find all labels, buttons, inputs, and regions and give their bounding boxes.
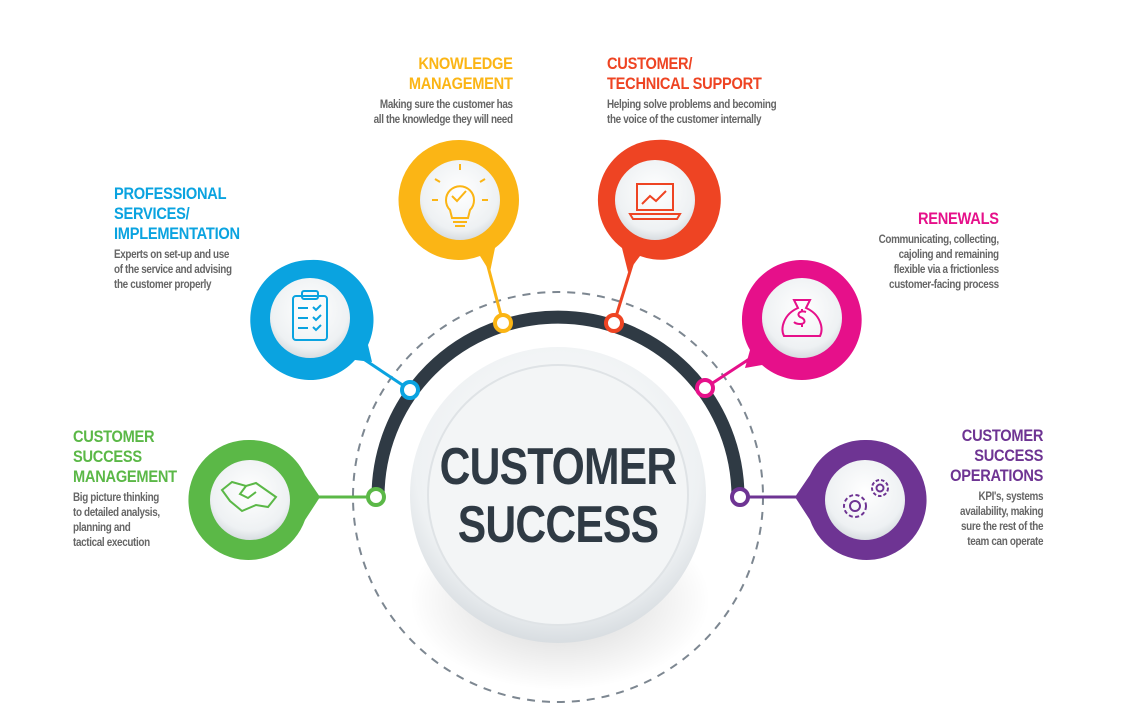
segment-title: CUSTOMER/ TECHNICAL SUPPORT (607, 54, 776, 94)
laptop-chart-icon (628, 183, 682, 220)
title-line: TECHNICAL SUPPORT (607, 74, 762, 93)
segment-knowledge-management: KNOWLEDGE MANAGEMENT Making sure the cus… (351, 54, 513, 128)
segment-title: CUSTOMER SUCCESS OPERATIONS (950, 426, 1043, 486)
desc-line: the voice of the customer internally (607, 114, 762, 126)
segment-description: Big picture thinking to detailed analysi… (73, 491, 177, 551)
title-line: MANAGEMENT (409, 74, 513, 93)
title-line: CUSTOMER/ (607, 54, 693, 73)
desc-line: all the knowledge they will need (373, 114, 513, 126)
title-line: SERVICES/ (114, 204, 190, 223)
desc-line: cajoling and remaining (898, 249, 999, 261)
desc-line: tactical execution (73, 537, 150, 549)
center-inner-circle (427, 364, 689, 626)
title-line: CUSTOMER (73, 427, 155, 446)
segment-description: Helping solve problems and becoming the … (607, 98, 777, 128)
segment-title: KNOWLEDGE MANAGEMENT (374, 54, 513, 94)
title-line: SUCCESS (974, 446, 1043, 465)
desc-line: Making sure the customer has (380, 99, 513, 111)
center-title-line: SUCCESS (457, 496, 659, 554)
title-line: OPERATIONS (949, 466, 1043, 485)
desc-line: team can operate (967, 536, 1043, 548)
title-line: IMPLEMENTATION (114, 224, 240, 243)
segment-customer-success-management: CUSTOMER SUCCESS MANAGEMENT Big picture … (73, 427, 194, 551)
pin-cso (795, 439, 927, 560)
desc-line: availability, making (959, 506, 1043, 518)
money-bag-icon (781, 299, 823, 337)
desc-line: the customer properly (114, 279, 212, 291)
desc-line: Helping solve problems and becoming (607, 99, 777, 111)
desc-line: KPI's, systems (978, 491, 1043, 503)
center-title: CUSTOMER SUCCESS (435, 438, 681, 554)
clipboard-checklist-icon (292, 290, 328, 341)
desc-line: Experts on set-up and use (114, 249, 230, 261)
segment-renewals: RENEWALS Communicating, collecting, cajo… (859, 209, 1000, 293)
desc-line: Communicating, collecting, (878, 234, 1000, 246)
segment-description: KPI's, systems availability, making sure… (950, 490, 1043, 550)
desc-line: customer-facing process (889, 279, 999, 291)
desc-line: flexible via a frictionless (893, 264, 999, 276)
title-line: CUSTOMER (961, 426, 1044, 445)
segment-title: RENEWALS (879, 209, 999, 229)
title-line: RENEWALS (918, 209, 999, 228)
lightbulb-icon (432, 164, 488, 227)
desc-line: to detailed analysis, (73, 507, 160, 519)
pin-csm (188, 439, 320, 560)
title-line: MANAGEMENT (73, 467, 177, 486)
title-line: PROFESSIONAL (114, 184, 227, 203)
desc-line: planning and (73, 522, 131, 534)
segment-customer-success-operations: CUSTOMER SUCCESS OPERATIONS KPI's, syste… (935, 426, 1043, 550)
pin-cts (597, 139, 721, 272)
handshake-icon (220, 480, 278, 513)
pin-ren (741, 259, 862, 380)
arc-nodes (366, 313, 750, 507)
pin-km (398, 139, 520, 272)
title-line: KNOWLEDGE (418, 54, 514, 73)
desc-line: Big picture thinking (73, 492, 159, 504)
segment-customer-technical-support: CUSTOMER/ TECHNICAL SUPPORT Helping solv… (607, 54, 804, 128)
segment-title: PROFESSIONAL SERVICES/ IMPLEMENTATION (114, 184, 240, 244)
dark-arc (371, 310, 745, 498)
segment-title: CUSTOMER SUCCESS MANAGEMENT (73, 427, 177, 487)
center-title-line: CUSTOMER (439, 438, 677, 496)
title-line: SUCCESS (73, 447, 142, 466)
gears-icon (843, 479, 889, 518)
segment-description: Experts on set-up and use of the service… (114, 248, 240, 293)
desc-line: sure the rest of the (960, 521, 1044, 533)
desc-line: of the service and advising (114, 264, 232, 276)
segment-professional-services: PROFESSIONAL SERVICES/ IMPLEMENTATION Ex… (114, 184, 260, 293)
segment-description: Communicating, collecting, cajoling and … (878, 233, 1000, 293)
segment-description: Making sure the customer has all the kno… (374, 98, 513, 128)
pin-ps (250, 259, 374, 380)
